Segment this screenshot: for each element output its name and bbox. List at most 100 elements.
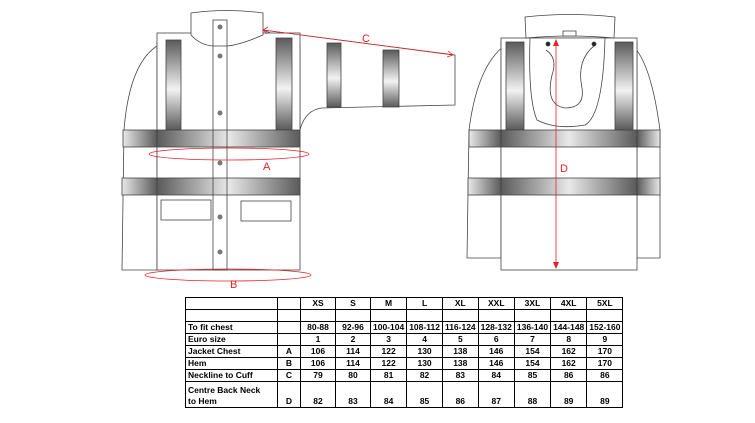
cell: 81 xyxy=(369,369,408,382)
shoulder-strap-right xyxy=(275,37,293,131)
size-header: 3XL xyxy=(513,297,552,310)
cell: 122 xyxy=(369,345,408,358)
cell: 114 xyxy=(335,357,371,370)
size-header: M xyxy=(369,297,408,310)
cell: 170 xyxy=(586,357,624,370)
cell: 6 xyxy=(477,333,515,346)
cell: 1 xyxy=(300,333,336,346)
size-header: XS xyxy=(300,297,336,310)
back-left-sleeve xyxy=(466,41,512,259)
label-b: B xyxy=(230,279,237,291)
row-letter xyxy=(277,321,301,334)
sleeve-band-1 xyxy=(326,42,342,108)
back-sleeve-band-l2 xyxy=(467,177,502,196)
placket xyxy=(212,19,228,271)
size-header: 5XL xyxy=(586,297,624,310)
cell: 92-96 xyxy=(335,321,371,334)
cell: 122 xyxy=(369,357,408,370)
back-sleeve-band-r2 xyxy=(636,177,661,196)
size-header: 4XL xyxy=(550,297,588,310)
cell: 162 xyxy=(550,357,588,370)
dimension-b-ellipse xyxy=(144,268,312,282)
cell: 84 xyxy=(369,381,408,408)
row-label: To fit chest xyxy=(185,321,278,334)
toggle-left xyxy=(545,41,551,47)
waist-band xyxy=(156,177,301,196)
sleeve-chest-band xyxy=(122,129,158,148)
cell: 108-112 xyxy=(406,321,443,334)
cell: 130 xyxy=(406,345,443,358)
cell: 138 xyxy=(441,357,479,370)
front-jacket xyxy=(121,10,456,271)
cell: 80 xyxy=(335,369,371,382)
back-sleeve-band-l1 xyxy=(468,129,502,148)
empty-row xyxy=(185,309,624,322)
cell: 114 xyxy=(335,345,371,358)
cell: 116-124 xyxy=(441,321,479,334)
cell: 87 xyxy=(477,381,515,408)
cell: 128-132 xyxy=(477,321,515,334)
hood-opening xyxy=(545,44,596,109)
hanger-loop xyxy=(562,30,577,37)
cell: 130 xyxy=(406,357,443,370)
cell: 3 xyxy=(369,333,408,346)
collar-back xyxy=(524,14,616,39)
cell: 8 xyxy=(550,333,588,346)
cell: 7 xyxy=(513,333,552,346)
row-label: Euro size xyxy=(185,333,278,346)
cell: 82 xyxy=(300,381,336,408)
back-sleeve-band-r1 xyxy=(636,129,661,148)
label-a: A xyxy=(263,161,271,173)
pocket-right xyxy=(240,200,292,222)
cell: 146 xyxy=(477,345,515,358)
cell: 154 xyxy=(513,357,552,370)
cell: 106 xyxy=(300,345,336,358)
dimension-a-ellipse xyxy=(148,147,310,161)
back-waist-band xyxy=(500,177,638,196)
size-header: L xyxy=(406,297,443,310)
row-label: Jacket Chest xyxy=(185,345,278,358)
pocket-left xyxy=(160,199,212,221)
sleeve-waist-band xyxy=(121,177,158,196)
hood-pouch xyxy=(529,37,606,128)
cell: 83 xyxy=(335,381,371,408)
cell: 86 xyxy=(550,369,588,382)
left-sleeve xyxy=(121,41,166,271)
size-table: XS S M L XL XXL 3XL 4XL 5XL To fit chest… xyxy=(185,297,624,408)
cell: 83 xyxy=(441,369,479,382)
size-header: S xyxy=(335,297,371,310)
cell: 89 xyxy=(586,381,624,408)
cell: 86 xyxy=(441,381,479,408)
cell: 82 xyxy=(406,369,443,382)
label-c: C xyxy=(362,33,370,45)
chest-band xyxy=(156,129,301,148)
cell: 162 xyxy=(550,345,588,358)
row-letter: B xyxy=(277,357,301,370)
back-strap-right xyxy=(614,41,634,131)
cell: 85 xyxy=(513,369,552,382)
cell: 5 xyxy=(441,333,479,346)
cell: 138 xyxy=(441,345,479,358)
dimension-c-line xyxy=(262,29,454,56)
back-chest-band xyxy=(500,129,638,148)
row-letter: D xyxy=(277,381,301,408)
sleeve-band-2 xyxy=(382,49,400,108)
cell: 86 xyxy=(586,369,624,382)
back-jacket xyxy=(466,14,661,271)
cell: 146 xyxy=(477,357,515,370)
cell: 79 xyxy=(300,369,336,382)
row-label: Neckline to Cuff xyxy=(185,369,278,382)
jacket-diagram: C A B D xyxy=(121,10,661,291)
size-header: XXL xyxy=(477,297,515,310)
back-strap-left xyxy=(505,41,525,131)
row-letter xyxy=(277,333,301,346)
cell: 89 xyxy=(550,381,588,408)
buttons xyxy=(217,24,223,255)
label-d: D xyxy=(560,163,568,175)
cell: 106 xyxy=(300,357,336,370)
